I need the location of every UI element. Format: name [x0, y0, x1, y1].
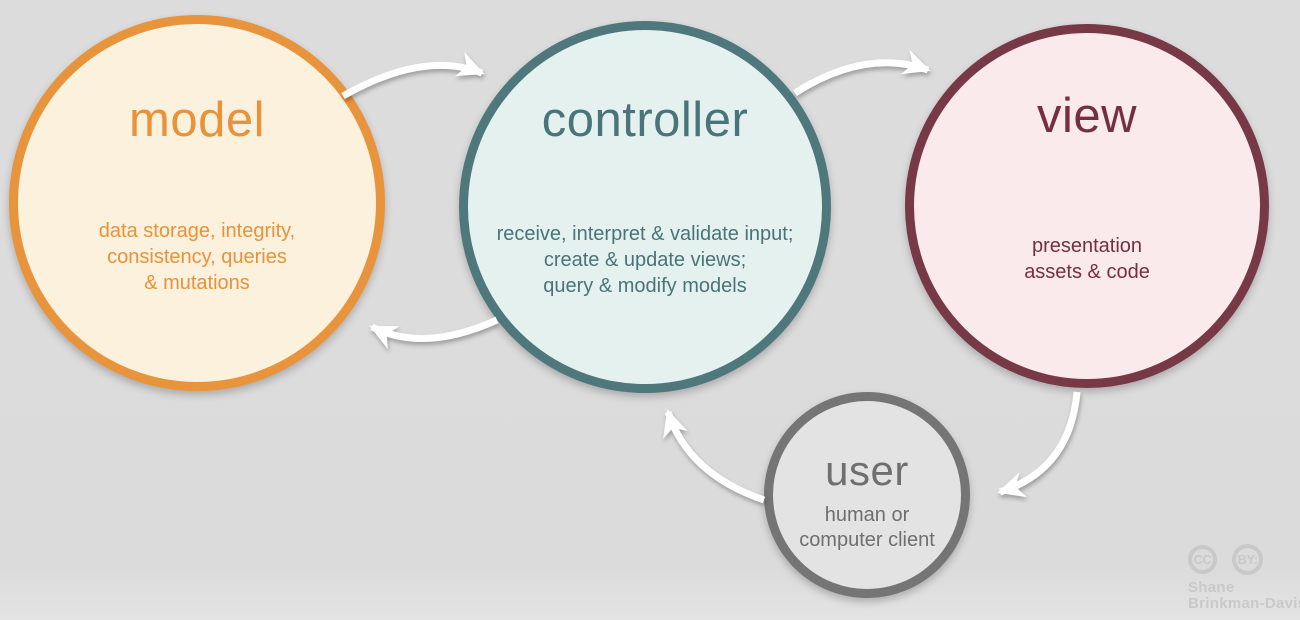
view-description: presentation assets & code	[1024, 235, 1150, 283]
user-description: human or computer client	[799, 504, 935, 551]
view-circle: view presentation assets & code	[905, 24, 1269, 388]
model-description: data storage, integrity, consistency, qu…	[98, 220, 296, 294]
author-name: Shane Brinkman-Davis	[1188, 580, 1300, 612]
author-first-name: Shane	[1188, 579, 1235, 596]
controller-circle: controller receive, interpret & validate…	[459, 21, 831, 393]
model-title: model	[129, 93, 265, 147]
arrow-model-to-controller	[341, 52, 485, 100]
user-circle: user human or computer client	[764, 392, 970, 598]
author-last-name: Brinkman-Davis	[1188, 595, 1300, 612]
arrow-view-to-user	[997, 391, 1081, 498]
model-circle: model data storage, integrity, consisten…	[9, 15, 385, 391]
cc-license-icon: CC	[1188, 545, 1217, 574]
user-title: user	[825, 447, 909, 494]
view-title: view	[1036, 89, 1138, 143]
license-badges: CC BY:	[1188, 544, 1300, 575]
controller-description: receive, interpret & validate input; cre…	[496, 223, 794, 297]
by-license-icon: BY:	[1232, 544, 1263, 575]
arrow-controller-to-view	[793, 49, 931, 96]
license-attribution: CC BY: Shane Brinkman-Davis	[1188, 544, 1300, 612]
arrow-controller-to-model	[369, 316, 499, 350]
controller-title: controller	[541, 93, 749, 147]
arrow-user-to-controller	[663, 409, 766, 504]
